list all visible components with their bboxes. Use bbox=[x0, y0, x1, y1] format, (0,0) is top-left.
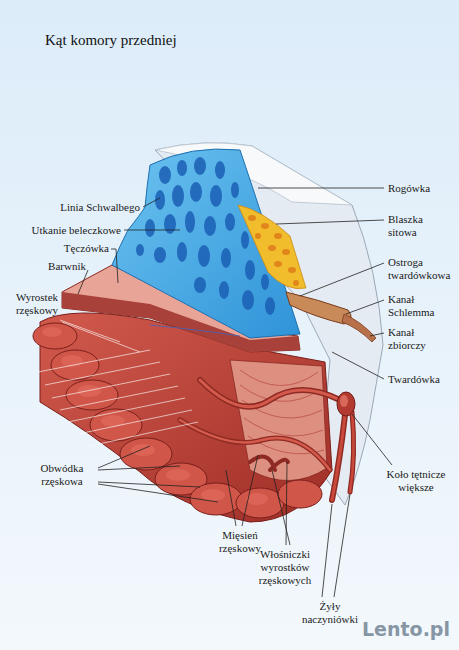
schlemm-canal bbox=[286, 292, 351, 324]
part-label: Wyrostek rzęskowy bbox=[8, 291, 66, 317]
ciliary-muscle bbox=[230, 360, 327, 481]
part-label: Blaszka sitowa bbox=[388, 213, 436, 239]
cribriform-holes bbox=[248, 215, 299, 286]
leader-lines bbox=[78, 188, 392, 597]
part-label: Włośniczki wyrostków rzęskowych bbox=[249, 548, 321, 587]
arterial-circle-hl bbox=[340, 395, 348, 407]
part-label: Koło tętnicze większe bbox=[383, 468, 449, 494]
part-label: Kanał zbiorczy bbox=[388, 326, 436, 352]
part-label: Rogówka bbox=[388, 182, 430, 195]
vessels bbox=[180, 380, 354, 500]
part-label: Linia Schwalbego bbox=[50, 201, 140, 214]
cribriform-layer bbox=[238, 205, 306, 289]
collector-channel bbox=[342, 314, 376, 342]
part-label: Żyły naczyniówki bbox=[299, 600, 361, 626]
part-label: Ostroga twardówkowa bbox=[388, 256, 454, 282]
part-label: Utkanie beleczkowe bbox=[11, 224, 121, 237]
part-label: Obwódka rzęskowa bbox=[28, 462, 96, 488]
part-label: Kanał Schlemma bbox=[388, 293, 440, 319]
part-label: Barwnik bbox=[26, 260, 86, 273]
diagram-title: Kąt komory przedniej bbox=[45, 31, 177, 49]
part-label: Twardówka bbox=[388, 373, 440, 386]
part-label: Tęczówka bbox=[49, 242, 109, 255]
arterial-circle bbox=[337, 392, 355, 416]
watermark: Lento.pl bbox=[362, 618, 450, 640]
ciliary-processes bbox=[33, 323, 322, 518]
process-leader-lines bbox=[38, 320, 198, 446]
iris-vessel bbox=[150, 325, 240, 336]
